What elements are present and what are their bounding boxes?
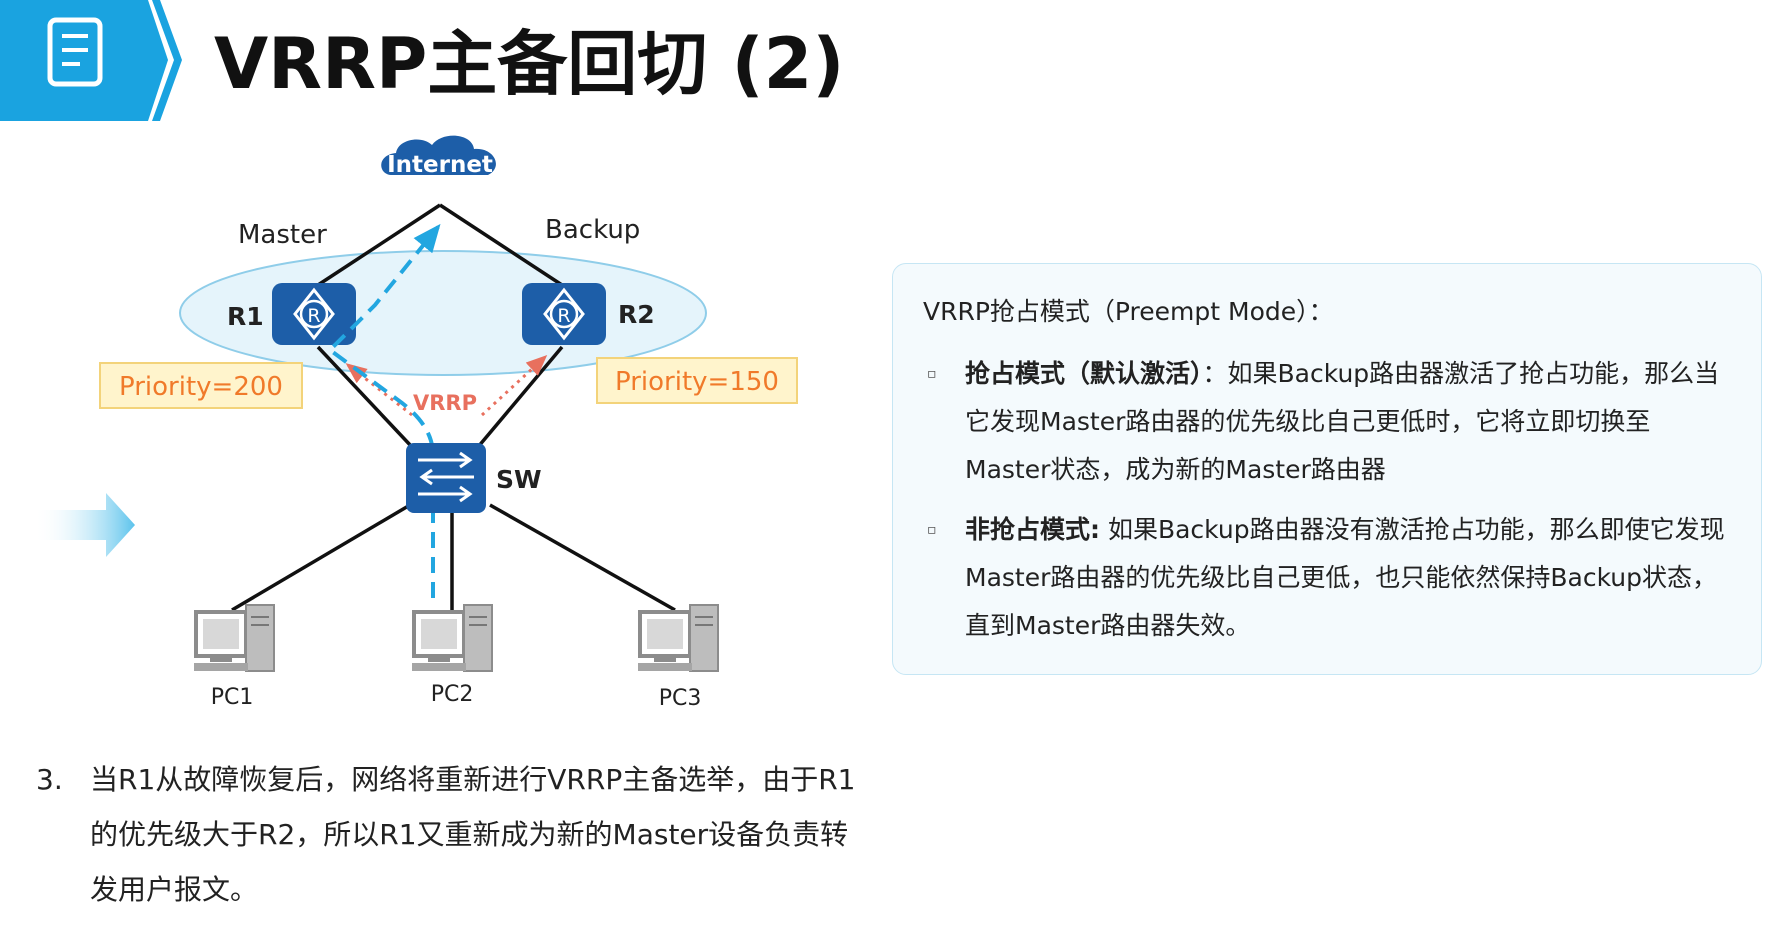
computer-icon — [412, 604, 493, 672]
router-r1: R — [272, 283, 356, 345]
traffic-path-arrow — [326, 223, 441, 598]
vrrp-advertisement-arrows — [345, 354, 548, 417]
master-role-label: Master — [238, 220, 327, 250]
panel-heading: VRRP抢占模式（Preempt Mode）： — [923, 297, 1334, 326]
r1-priority-label: Priority=200 — [119, 372, 283, 402]
switch-icon — [418, 451, 474, 503]
switch-sw — [406, 443, 486, 513]
bullet-icon: ▫ — [927, 366, 937, 382]
list-item: ▫ 非抢占模式: 如果Backup路由器没有激活抢占功能，那么即使它发现Mast… — [923, 506, 1731, 650]
switch-label: SW — [496, 465, 542, 494]
network-links — [231, 203, 676, 612]
preempt-mode-panel: VRRP抢占模式（Preempt Mode）： ▫ 抢占模式（默认激活）：如果B… — [892, 263, 1762, 675]
pc-pc1: PC1 — [194, 604, 275, 710]
vrrp-topology-diagram: Internet Master Backup R R1 R R2 Priorit… — [34, 135, 798, 711]
router-r2: R — [522, 283, 606, 345]
r2-priority-badge: Priority=150 — [596, 357, 798, 404]
r2-priority-label: Priority=150 — [615, 367, 779, 397]
svg-text:R: R — [307, 305, 320, 327]
svg-text:R: R — [557, 305, 570, 327]
list-item: ▫ 抢占模式（默认激活）：如果Backup路由器激活了抢占功能，那么当它发现Ma… — [923, 350, 1731, 494]
r1-label: R1 — [227, 302, 264, 331]
r2-label: R2 — [618, 300, 655, 329]
transition-arrow-icon — [34, 493, 135, 557]
page-title: VRRP主备回切 (2) — [214, 23, 845, 105]
internet-cloud: Internet — [381, 135, 496, 178]
r1-priority-badge: Priority=200 — [99, 362, 303, 409]
step-note: 3. 当R1从故障恢复后，网络将重新进行VRRP主备选举，由于R1的优先级大于R… — [36, 752, 866, 917]
router-icon: R — [293, 287, 335, 341]
pc-pc2: PC2 — [412, 604, 493, 707]
computer-icon — [194, 604, 275, 672]
list-item-text: 如果Backup路由器没有激活抢占功能，那么即使它发现Master路由器的优先级… — [965, 515, 1725, 640]
pc-label: PC2 — [431, 682, 474, 707]
pc-pc3: PC3 — [638, 604, 719, 711]
list-item-title: 抢占模式（默认激活） — [965, 359, 1203, 388]
list-item-title: 非抢占模式: — [965, 515, 1100, 544]
list-item-text: ：如果Backup路由器激活了抢占功能，那么当它发现Master路由器的优先级比… — [965, 359, 1720, 484]
pc-label: PC1 — [211, 685, 254, 710]
step-number: 3. — [36, 763, 63, 796]
internet-label: Internet — [387, 152, 493, 178]
pc-label: PC3 — [659, 686, 702, 711]
bullet-icon: ▫ — [927, 522, 937, 538]
backup-role-label: Backup — [545, 215, 640, 245]
step-text: 当R1从故障恢复后，网络将重新进行VRRP主备选举，由于R1的优先级大于R2，所… — [90, 763, 856, 906]
document-icon — [0, 0, 182, 121]
computer-icon — [638, 604, 719, 672]
router-icon: R — [543, 287, 585, 341]
vrrp-label: VRRP — [413, 391, 477, 415]
